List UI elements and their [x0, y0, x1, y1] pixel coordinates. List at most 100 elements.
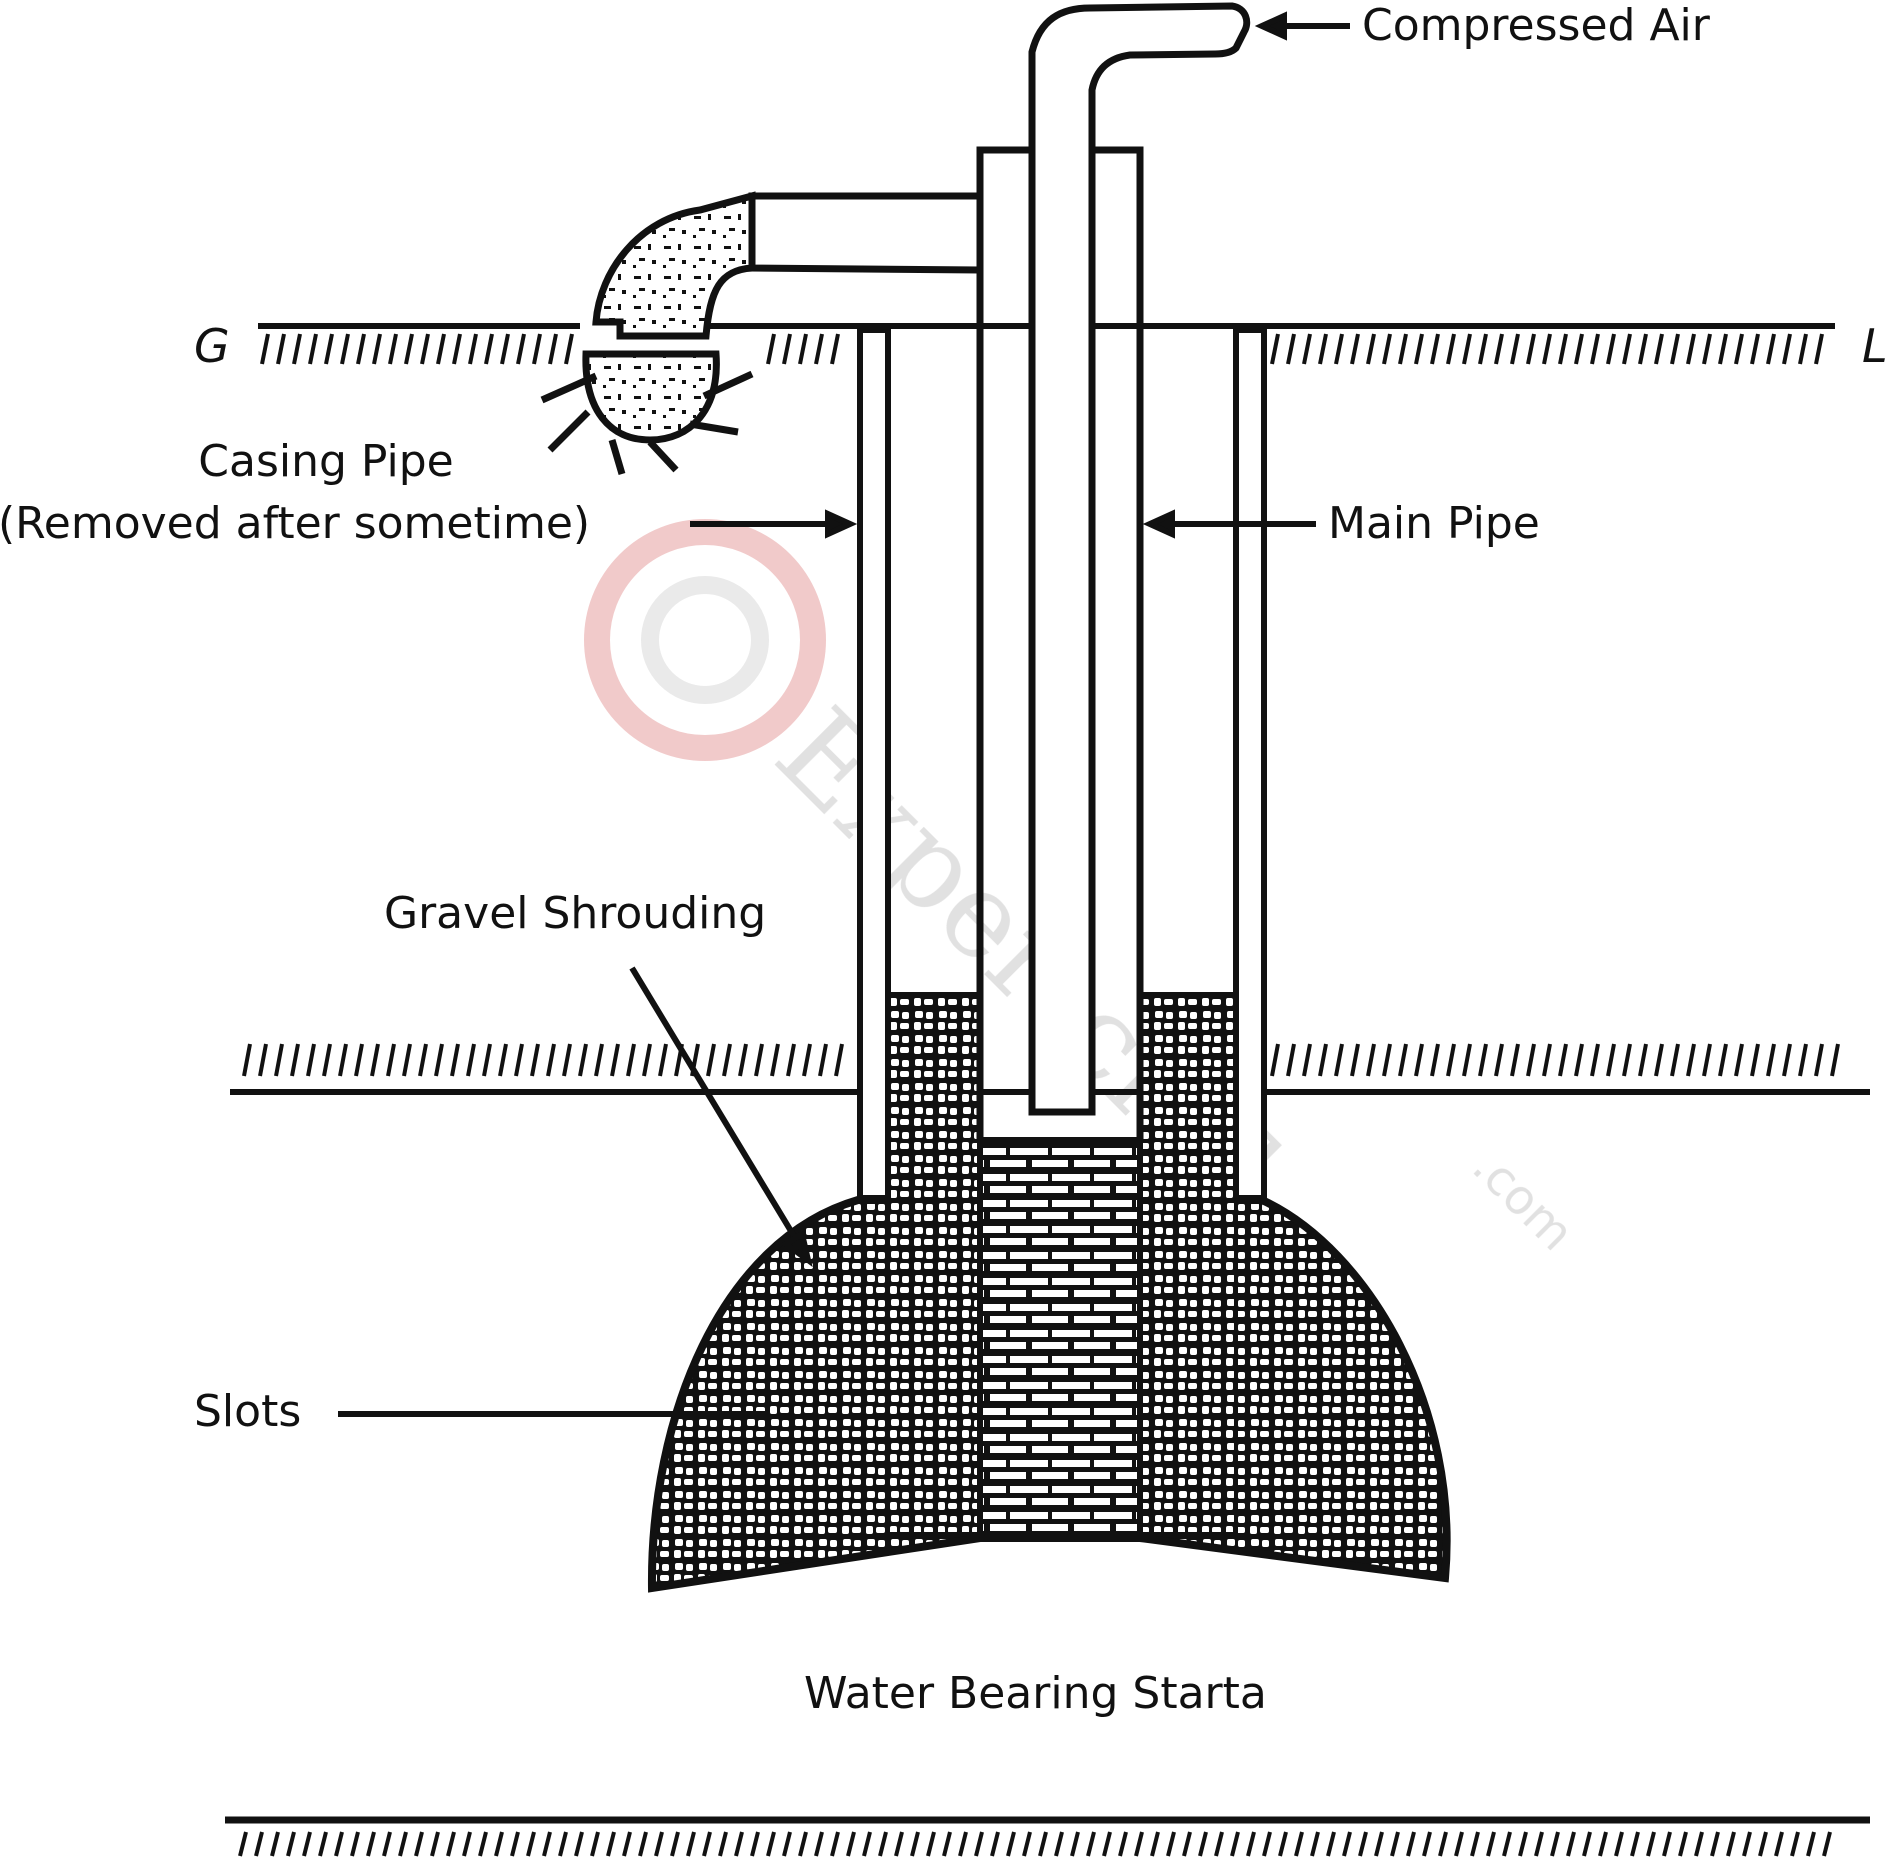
hatch-mark — [1198, 1831, 1208, 1857]
hatch-mark — [260, 333, 270, 365]
hatch-mark — [1510, 333, 1520, 365]
hatch-mark — [1462, 1043, 1472, 1077]
hatch-mark — [814, 333, 824, 365]
hatch-mark — [1822, 1831, 1832, 1857]
hatch-mark — [846, 1831, 856, 1857]
hatch-mark — [1398, 1043, 1408, 1077]
hatch-mark — [766, 333, 776, 365]
hatch-mark — [658, 1043, 668, 1077]
hatch-mark — [1446, 333, 1456, 365]
annotation-leaders — [338, 11, 1350, 1417]
hatch-mark — [1166, 1831, 1176, 1857]
hatch-mark — [1830, 1043, 1840, 1077]
hatch-mark — [414, 1831, 424, 1857]
label-slots: Slots — [194, 1386, 301, 1437]
hatch-mark — [418, 1043, 428, 1077]
hatch-mark — [478, 1831, 488, 1857]
hatch-mark — [1270, 1043, 1280, 1077]
hatch-mark — [434, 1043, 444, 1077]
hatch-mark — [1734, 1043, 1744, 1077]
hatch-mark — [530, 1043, 540, 1077]
hatch-mark — [308, 333, 318, 365]
label-compressed-air: Compressed Air — [1362, 0, 1711, 51]
hatch-mark — [974, 1831, 984, 1857]
hatch-mark — [542, 1831, 552, 1857]
hatch-mark — [1638, 333, 1648, 365]
hatch-mark — [1702, 1043, 1712, 1077]
hatch-mark — [606, 1831, 616, 1857]
hatch-mark — [686, 1831, 696, 1857]
hatch-mark — [1622, 1043, 1632, 1077]
hatch-mark — [324, 333, 334, 365]
hatch-mark — [446, 1831, 456, 1857]
hatch-mark — [322, 1043, 332, 1077]
hatch-mark — [1302, 333, 1312, 365]
hatch-mark — [276, 333, 286, 365]
hatch-mark — [334, 1831, 344, 1857]
hatch-mark — [1334, 333, 1344, 365]
hatch-mark — [1246, 1831, 1256, 1857]
hatch-mark — [388, 333, 398, 365]
hatch-mark — [750, 1831, 760, 1857]
hatch-mark — [1182, 1831, 1192, 1857]
hatch-mark — [1270, 333, 1280, 365]
hatch-mark — [1502, 1831, 1512, 1857]
hatch-mark — [1686, 333, 1696, 365]
hatch-mark — [1118, 1831, 1128, 1857]
hatch-mark — [1022, 1831, 1032, 1857]
hatch-mark — [564, 333, 574, 365]
hatch-mark — [862, 1831, 872, 1857]
hatch-mark — [1526, 1043, 1536, 1077]
hatch-mark — [258, 1043, 268, 1077]
hatch-mark — [254, 1831, 264, 1857]
hatch-mark — [1654, 333, 1664, 365]
hatch-mark — [1446, 1043, 1456, 1077]
hatch-mark — [1590, 1043, 1600, 1077]
hatch-mark — [1038, 1831, 1048, 1857]
hatch-mark — [1326, 1831, 1336, 1857]
label-water-bearing-strata: Water Bearing Starta — [804, 1668, 1267, 1719]
hatch-mark — [1750, 333, 1760, 365]
hatch-mark — [238, 1831, 248, 1857]
hatch-mark — [372, 333, 382, 365]
hatch-mark — [574, 1831, 584, 1857]
hatch-mark — [1526, 333, 1536, 365]
compressed-air-arrowhead — [1254, 11, 1287, 41]
hatch-mark — [1414, 333, 1424, 365]
hatch-mark — [1086, 1831, 1096, 1857]
hatch-mark — [466, 1043, 476, 1077]
hatch-mark — [1070, 1831, 1080, 1857]
hatch-mark — [382, 1831, 392, 1857]
hatch-mark — [1606, 1043, 1616, 1077]
gravel-column-right — [1138, 992, 1238, 1536]
hatch-mark — [1598, 1831, 1608, 1857]
hatch-mark — [1422, 1831, 1432, 1857]
hatch-mark — [1334, 1043, 1344, 1077]
hatch-mark — [292, 333, 302, 365]
hatch-mark — [782, 1831, 792, 1857]
hatch-mark — [1606, 333, 1616, 365]
hatch-mark — [1478, 1043, 1488, 1077]
discharge-splash-lines — [540, 370, 754, 475]
main-pipe-arrowhead — [1142, 509, 1175, 539]
hatch-mark — [306, 1043, 316, 1077]
hatch-mark — [1438, 1831, 1448, 1857]
hatch-mark — [350, 1831, 360, 1857]
hatch-mark — [510, 1831, 520, 1857]
hatch-mark — [340, 333, 350, 365]
hatch-mark — [1806, 1831, 1816, 1857]
hatch-mark — [782, 333, 792, 365]
hatch-mark — [1814, 1043, 1824, 1077]
hatch-mark — [638, 1831, 648, 1857]
hatch-mark — [754, 1043, 764, 1077]
hatch-mark — [610, 1043, 620, 1077]
hatch-mark — [622, 1831, 632, 1857]
hatch-mark — [1294, 1831, 1304, 1857]
hatch-mark — [1694, 1831, 1704, 1857]
hatch-mark — [1454, 1831, 1464, 1857]
hatch-mark — [1558, 333, 1568, 365]
hatch-mark — [830, 1831, 840, 1857]
hatch-mark — [354, 1043, 364, 1077]
hatch-mark — [1702, 333, 1712, 365]
hatch-mark — [1462, 333, 1472, 365]
